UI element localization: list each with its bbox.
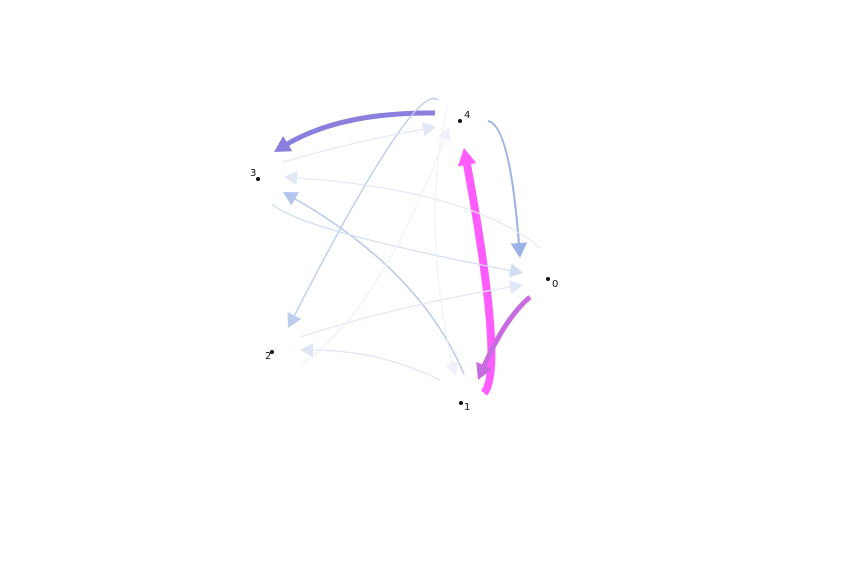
edge-arrowhead	[300, 342, 313, 358]
edge-4-to-2	[287, 97, 439, 328]
edge-line	[283, 110, 436, 148]
edge-arrowhead	[284, 170, 298, 186]
edge-4-to-3	[274, 110, 436, 152]
node-3-dot	[256, 177, 260, 181]
edge-arrowhead	[287, 312, 302, 328]
edge-arrowhead	[457, 148, 477, 167]
edge-arrowhead	[437, 127, 452, 142]
edge-1-to-4	[457, 148, 496, 396]
node-3-label: 3	[250, 168, 256, 179]
edge-line	[301, 136, 446, 365]
node-1: 1	[459, 401, 470, 413]
edge-line	[480, 295, 532, 370]
edge-arrowhead	[421, 122, 436, 137]
edge-arrowhead	[510, 242, 528, 258]
edge-line	[271, 203, 513, 272]
edge-line	[434, 103, 454, 366]
node-3: 3	[250, 168, 260, 181]
node-0: 0	[546, 277, 558, 290]
edge-line	[292, 97, 439, 319]
node-0-label: 0	[552, 279, 558, 290]
node-2-label: 2	[265, 351, 271, 362]
node-4-label: 4	[464, 110, 470, 121]
edge-line	[487, 120, 521, 247]
edge-arrowhead	[274, 136, 293, 152]
edge-4-to-0	[487, 120, 528, 258]
edge-line	[299, 286, 513, 338]
edge-0-to-1	[476, 295, 532, 380]
edge-line	[310, 349, 441, 381]
edge-3-to-4	[282, 122, 436, 163]
edge-line	[282, 128, 426, 163]
edge-1-to-3	[283, 192, 465, 375]
edge-line	[294, 177, 541, 249]
edge-arrowhead	[508, 263, 523, 278]
edge-1-to-2	[300, 342, 441, 381]
node-1-dot	[459, 401, 463, 405]
edge-4-to-1	[434, 103, 460, 376]
node-1-label: 1	[464, 402, 470, 413]
edge-0-to-3	[284, 170, 541, 249]
node-4: 4	[458, 110, 470, 123]
edge-arrowhead	[283, 192, 299, 206]
node-2: 2	[265, 350, 274, 362]
edge-line	[462, 160, 496, 396]
edge-arrowhead	[476, 361, 493, 380]
node-4-dot	[458, 119, 462, 123]
edge-arrowhead	[445, 361, 460, 376]
edges-layer	[271, 97, 541, 396]
nodes-layer: 0 1 2 3 4	[250, 110, 558, 413]
edge-arrowhead	[509, 280, 523, 295]
edge-2-to-4	[301, 127, 452, 365]
node-2-dot	[270, 350, 274, 354]
edge-line	[292, 196, 465, 375]
node-0-dot	[546, 277, 550, 281]
edge-2-to-0	[299, 280, 523, 338]
edge-3-to-0	[271, 203, 523, 278]
